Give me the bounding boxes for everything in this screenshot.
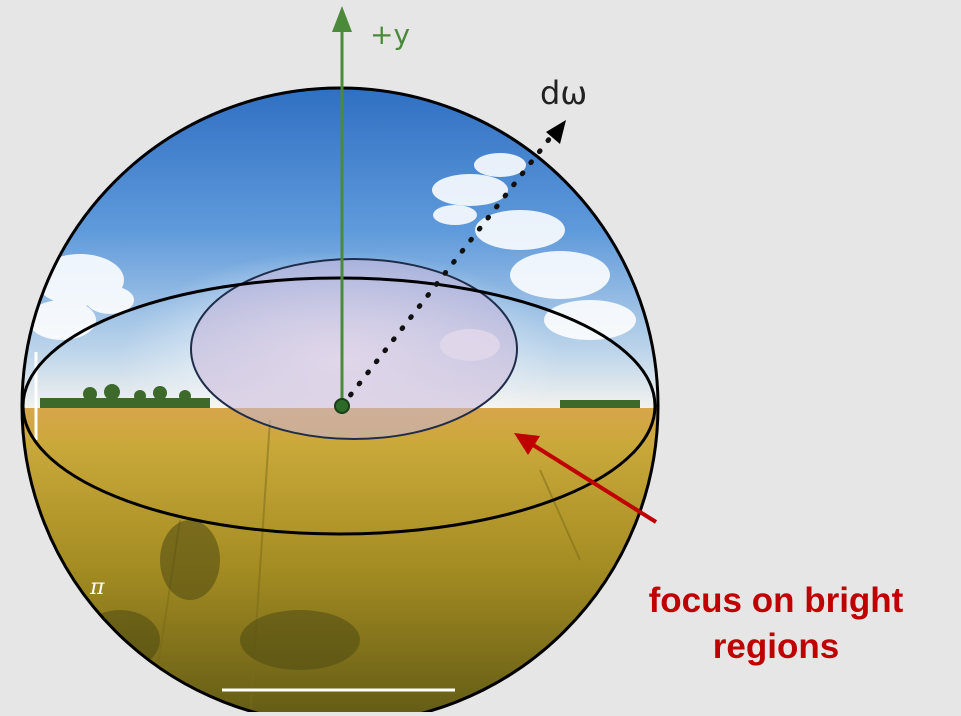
caption-line-1: focus on bright — [648, 581, 904, 620]
equator-ellipse — [21, 276, 657, 536]
direction-label: dω — [540, 74, 587, 112]
bright-region-highlight — [190, 258, 518, 440]
origin-point — [334, 398, 350, 414]
wheat-field — [22, 408, 658, 716]
y-axis-label: +y — [370, 18, 410, 51]
arrow-up-icon — [332, 6, 352, 32]
pointer-arrow-head — [514, 433, 540, 455]
pointer-arrow-line — [528, 441, 658, 524]
arrow-icon — [546, 120, 566, 144]
direction-dotted-line — [339, 135, 553, 409]
clouds — [28, 153, 636, 361]
caption-line-2: regions — [712, 627, 840, 666]
caption: focus on bright regions — [600, 578, 952, 670]
pi-label: π — [89, 575, 105, 600]
treeline — [40, 384, 640, 410]
